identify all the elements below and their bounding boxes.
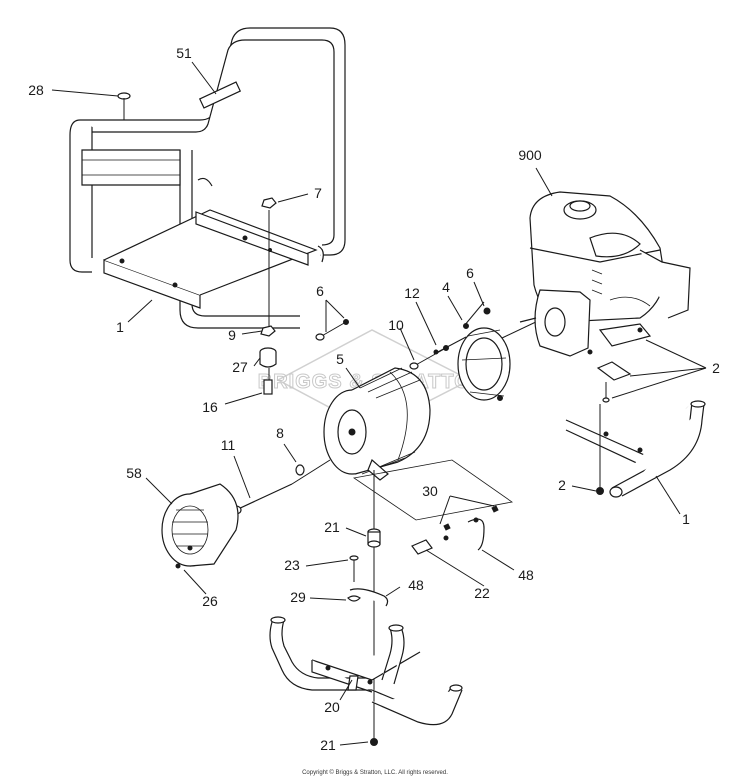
bracket-2 (596, 361, 632, 403)
callout-2-lower: 2 (558, 477, 566, 493)
callout-9: 9 (228, 327, 236, 343)
copyright-notice: Copyright © Briggs & Stratton, LLC. All … (302, 770, 448, 776)
callout-6-left: 6 (316, 283, 324, 299)
callout-28: 28 (28, 82, 44, 98)
callout-5: 5 (336, 351, 344, 367)
parts-detail-area (352, 459, 514, 521)
callout-48-right: 48 (518, 567, 534, 583)
callout-26: 26 (202, 593, 218, 609)
engine-900 (519, 191, 691, 357)
mount-hardware-7-9-27-16 (259, 197, 277, 395)
frame-bottom-20 (269, 616, 463, 726)
callout-8: 8 (276, 425, 284, 441)
alternator-stator-5 (323, 367, 431, 481)
callout-21-top: 21 (324, 519, 340, 535)
callout-27: 27 (232, 359, 248, 375)
callout-12: 12 (404, 285, 420, 301)
frame-top-assembly (69, 27, 346, 329)
callout-labels: 51 28 7 1 9 27 16 6 5 12 4 6 10 900 2 2 … (28, 45, 720, 753)
through-bolt-11-washer-8 (230, 459, 331, 515)
callout-11: 11 (221, 437, 236, 453)
callout-900: 900 (518, 147, 542, 163)
bolts-10-12 (409, 336, 467, 370)
callout-4: 4 (442, 279, 450, 295)
callout-48-left: 48 (408, 577, 424, 593)
end-cover-58 (161, 483, 239, 569)
callout-51: 51 (176, 45, 192, 61)
callout-22: 22 (474, 585, 490, 601)
bolt-6-with-washer (315, 319, 349, 341)
leader-lines (51, 61, 707, 746)
callout-7: 7 (314, 185, 322, 201)
callout-6-right: 6 (466, 265, 474, 281)
callout-16: 16 (202, 399, 218, 415)
bolt-28 (117, 92, 131, 120)
callout-20: 20 (324, 699, 340, 715)
engine-adapter-4 (457, 301, 541, 401)
callout-1-top: 1 (116, 319, 124, 335)
callout-29: 29 (290, 589, 306, 605)
callout-23: 23 (284, 557, 300, 573)
callout-1-right: 1 (682, 511, 690, 527)
frame-tube-1-right (565, 400, 706, 498)
callout-21-bottom: 21 (320, 737, 336, 753)
callout-10: 10 (388, 317, 404, 333)
callout-58: 58 (126, 465, 142, 481)
callout-30: 30 (422, 483, 438, 499)
center-stack-parts (347, 470, 389, 746)
callout-2-right: 2 (712, 360, 720, 376)
wiring-30-22-48 (411, 505, 499, 555)
